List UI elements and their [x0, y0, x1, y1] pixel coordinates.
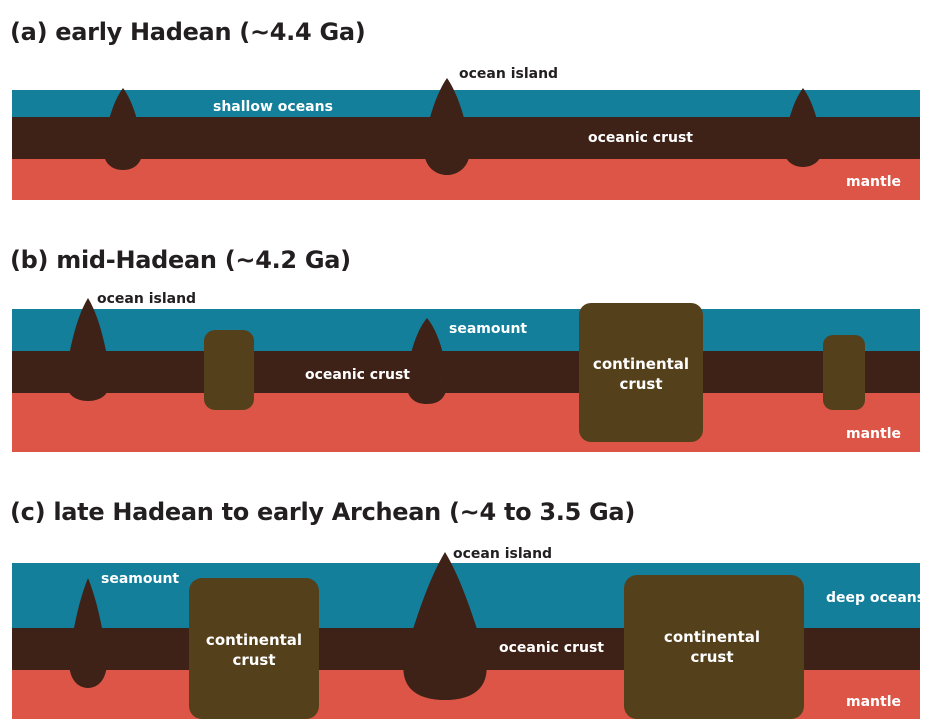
mantle-label: mantle: [846, 426, 901, 442]
ocean-island-volcano: [403, 552, 487, 700]
ocean-island-volcano: [65, 298, 111, 401]
continental-crust-block: [823, 335, 865, 410]
panel-a-diagram: ocean island shallow oceans oceanic crus…: [12, 66, 920, 200]
oceanic-crust-label: oceanic crust: [499, 640, 604, 656]
seamount-volcano: [406, 318, 448, 404]
oceanic-crust-label: oceanic crust: [305, 367, 410, 383]
ocean-island-label: ocean island: [97, 291, 196, 307]
panel-b-diagram: ocean island seamount oceanic crust cont…: [12, 291, 920, 452]
mantle-label: mantle: [846, 174, 901, 190]
seamount-label: seamount: [101, 571, 179, 587]
deep-oceans-label: deep oceans: [826, 590, 925, 606]
ocean-island-label: ocean island: [459, 66, 558, 82]
continental-crust-block: [204, 330, 254, 410]
continental-crust-block: [189, 578, 319, 719]
continental-crust-label-line2: crust: [232, 651, 275, 669]
mantle-layer: [12, 159, 920, 200]
continental-crust-label-line1: continental: [206, 631, 302, 649]
ocean-layer: [12, 90, 920, 117]
seamount-label: seamount: [449, 321, 527, 337]
continental-crust-label-line2: crust: [690, 648, 733, 666]
continental-crust-label-line1: continental: [664, 628, 760, 646]
oceanic-crust-label: oceanic crust: [588, 130, 693, 146]
shallow-oceans-label: shallow oceans: [213, 99, 333, 115]
continental-crust-block: [624, 575, 804, 719]
ocean-layer: [12, 309, 920, 351]
panel-b-title: (b) mid-Hadean (~4.2 Ga): [10, 246, 351, 274]
continental-crust-label-line2: crust: [619, 375, 662, 393]
continental-crust-label-line1: continental: [593, 355, 689, 373]
seamount-volcano: [69, 578, 107, 688]
oceanic-crust-layer: [12, 351, 920, 393]
panel-c-diagram: seamount ocean island deep oceans oceani…: [12, 546, 925, 719]
ocean-island-label: ocean island: [453, 546, 552, 562]
panel-a-title: (a) early Hadean (~4.4 Ga): [10, 18, 366, 46]
continental-crust-block: [579, 303, 703, 442]
mantle-label: mantle: [846, 694, 901, 710]
panel-c-title: (c) late Hadean to early Archean (~4 to …: [10, 498, 635, 526]
mantle-layer: [12, 393, 920, 452]
ocean-island-volcano: [783, 88, 823, 167]
ocean-island-volcano: [103, 88, 143, 170]
ocean-island-volcano: [423, 78, 471, 175]
